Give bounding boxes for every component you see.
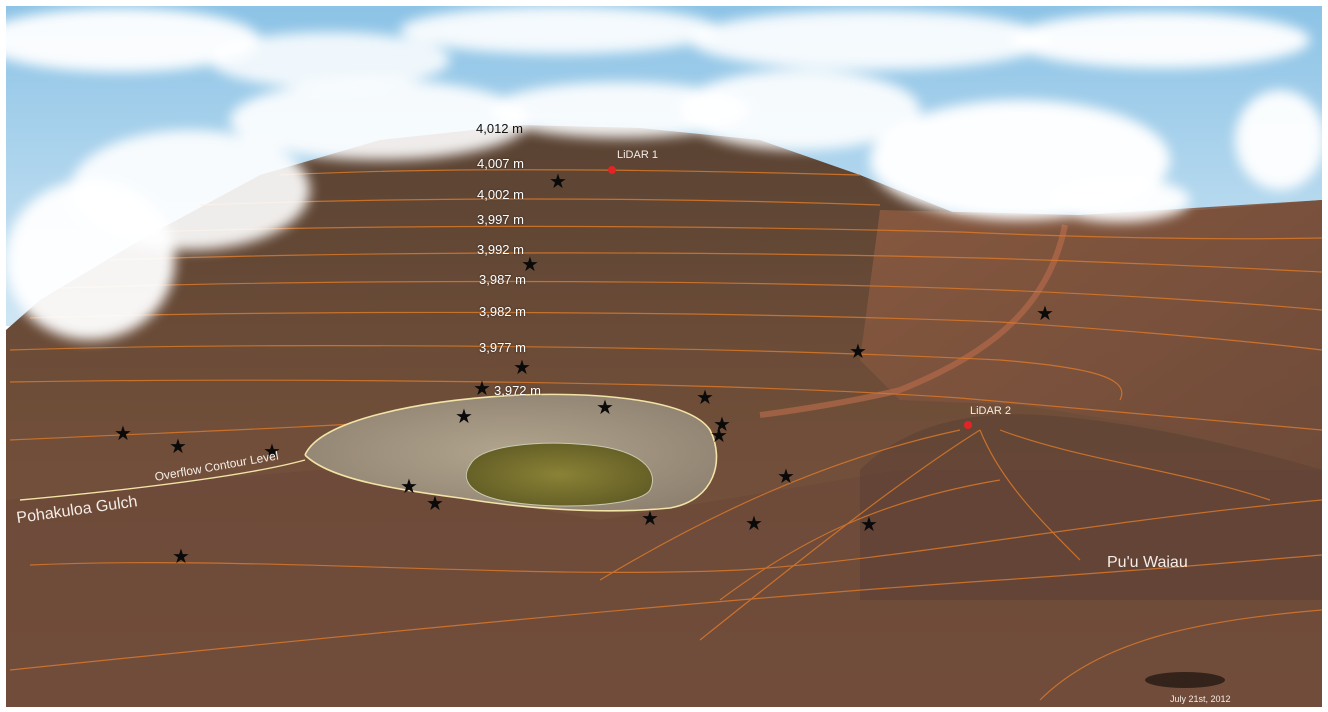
star-marker: ★ <box>549 169 567 193</box>
star-marker: ★ <box>1036 301 1054 325</box>
lidar-1-marker <box>608 166 616 174</box>
contour-label-4012: 4,012 m <box>476 121 523 136</box>
star-marker: ★ <box>596 395 614 419</box>
star-marker: ★ <box>710 423 728 447</box>
star-marker: ★ <box>849 339 867 363</box>
shadow-mark <box>1145 672 1225 688</box>
lake <box>465 442 653 507</box>
contour-lines <box>9 169 1323 701</box>
lidar-2-label: LiDAR 2 <box>970 405 1011 417</box>
contour-label-3982: 3,982 m <box>479 304 526 319</box>
star-marker: ★ <box>172 544 190 568</box>
clouds <box>0 6 1325 340</box>
trail <box>759 224 1068 418</box>
overflow-outlet-line <box>19 459 306 501</box>
star-marker: ★ <box>641 506 659 530</box>
star-marker: ★ <box>426 491 444 515</box>
right-slope <box>860 200 1322 470</box>
lidar-2-marker <box>964 421 972 429</box>
star-marker: ★ <box>114 421 132 445</box>
star-marker: ★ <box>521 252 539 276</box>
star-marker: ★ <box>513 355 531 379</box>
contour-label-3992: 3,992 m <box>477 242 524 257</box>
star-marker: ★ <box>860 512 878 536</box>
star-marker: ★ <box>455 404 473 428</box>
contour-label-3997: 3,997 m <box>477 212 524 227</box>
contour-label-3987: 3,987 m <box>479 272 526 287</box>
contour-label-4002: 4,002 m <box>477 187 524 202</box>
lidar-1-label: LiDAR 1 <box>617 149 658 161</box>
star-marker: ★ <box>745 511 763 535</box>
star-marker: ★ <box>777 464 795 488</box>
star-marker: ★ <box>696 385 714 409</box>
contour-label-4007: 4,007 m <box>477 156 524 171</box>
overflow-contour-line <box>304 393 718 512</box>
star-marker: ★ <box>713 412 731 436</box>
star-marker: ★ <box>473 376 491 400</box>
cone-ridge <box>860 414 1322 600</box>
image-date: July 21st, 2012 <box>1170 694 1231 704</box>
star-marker: ★ <box>169 434 187 458</box>
star-marker: ★ <box>400 474 418 498</box>
star-marker: ★ <box>263 439 281 463</box>
contour-label-3972: 3,972 m <box>494 383 541 398</box>
contour-label-3977: 3,977 m <box>479 340 526 355</box>
puu-waiau-label: Pu'u Waiau <box>1107 554 1188 571</box>
